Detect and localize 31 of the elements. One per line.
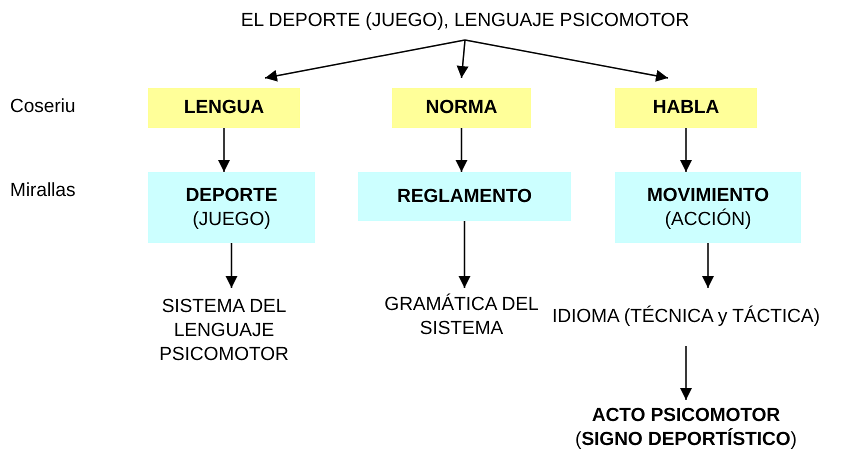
heading-text: ACTO PSICOMOTOR [592,404,780,428]
node-text: IDIOMA (TÉCNICA y TÁCTICA) [552,305,820,329]
concept-box [358,172,571,221]
node-text: SISTEMA DEL LENGUAJE PSICOMOTOR [158,295,290,367]
arrow [456,40,469,78]
heading-text: NORMA [426,96,498,120]
concept-box [148,172,315,243]
heading-text: DEPORTE [186,184,278,208]
arrow [264,39,466,82]
node-text: EL DEPORTE (JUEGO), LENGUAJE PSICOMOTOR [240,9,690,33]
heading-text: HABLA [652,96,720,120]
node-text: (ACCIÓN) [664,208,752,232]
concept-box [148,88,300,128]
arrow [464,39,668,82]
arrow [702,243,714,288]
row-label: Coseriu [10,96,76,118]
heading-text: REGLAMENTO [397,184,532,208]
node-text: (SIGNO DEPORTÍSTICO) [575,428,797,452]
arrow [458,221,470,288]
heading-text: LENGUA [184,96,264,120]
arrow [680,346,692,400]
heading-text: MOVIMIENTO [646,184,770,208]
concept-box [615,88,757,128]
row-label: Mirallas [10,180,76,202]
arrow [680,128,692,172]
node-text: (JUEGO) [192,208,271,232]
arrow [226,243,238,288]
concept-box [615,172,801,243]
arrow [218,128,230,172]
concept-box [392,88,531,128]
arrow [456,128,468,172]
